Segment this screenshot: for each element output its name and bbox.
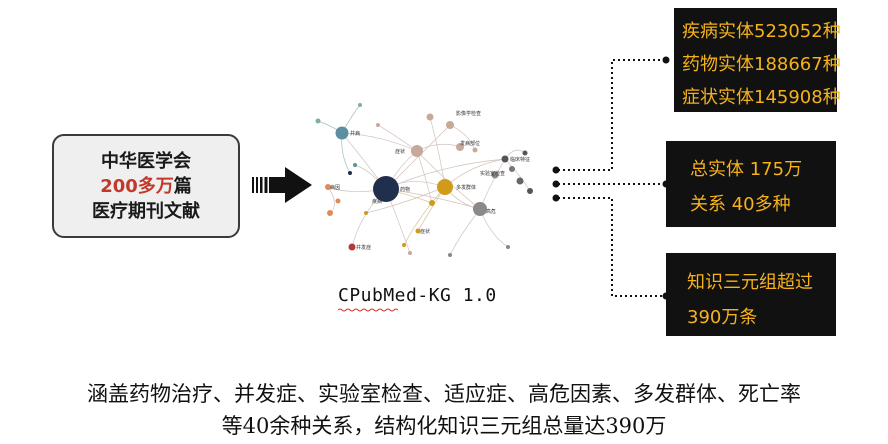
node-gray-g (506, 245, 510, 249)
node-teal-tiny (358, 103, 362, 107)
node-orange-b (327, 210, 333, 216)
node-orange-c (335, 198, 341, 204)
label-complication: 并病 (350, 130, 360, 137)
kg-title: CPubMed-KG 1.0 (338, 285, 497, 306)
label-disease: 疾病 (372, 198, 382, 205)
label-group: 多发群体 (456, 184, 476, 191)
stat-relations: 关系 40多种 (690, 194, 791, 215)
node-tan-e (408, 251, 412, 255)
node-tan-a (446, 121, 454, 129)
spellcheck-underline (338, 308, 398, 312)
node-red (348, 243, 356, 251)
node-gray-e (491, 171, 499, 179)
source-count: 200多万 (100, 175, 174, 197)
label-cause: 病因 (330, 184, 340, 191)
label-drug: 药物 (400, 186, 410, 193)
stat-triples-1: 知识三元组超过 (687, 272, 813, 293)
node-tan-d (376, 123, 380, 127)
stat-total-entities: 总实体 175万 (690, 159, 803, 180)
source-line-1: 中华医学会 (101, 150, 191, 172)
node-gray-c (516, 177, 524, 185)
node-orange-a (325, 184, 331, 190)
node-navy-tiny (348, 171, 352, 175)
stat-box-triples: 知识三元组超过 390万条 (666, 253, 836, 336)
stat-drug: 药物实体188667种 (682, 54, 841, 75)
node-gold-f (364, 211, 368, 215)
stat-triples-2: 390万条 (687, 307, 758, 328)
node-tan-c (456, 143, 464, 151)
description-line-2: 等40余种关系，结构化知识三元组总量达390万 (221, 414, 667, 438)
source-unit: 篇 (173, 175, 192, 197)
source-line-2: 200多万篇 (100, 174, 192, 199)
node-tan-b (426, 113, 434, 121)
source-box: 中华医学会 200多万篇 医疗期刊文献 (52, 134, 240, 238)
node-disease (373, 176, 399, 202)
label-site: 发病部位 (460, 140, 480, 147)
node-gray-a (501, 155, 509, 163)
stat-symptom: 症状实体145908种 (682, 87, 841, 108)
node-teal-f (353, 163, 357, 167)
stat-box-entities: 疾病实体523052种 药物实体188667种 症状实体145908种 (674, 8, 841, 112)
stat-disease: 疾病实体523052种 (682, 21, 841, 42)
knowledge-graph: 并病 症状 影像学检查 发病部位 多发群体 实验室检查 高危 药物 疾病 临床特… (315, 103, 533, 257)
node-teal-small (315, 118, 321, 124)
node-gray-h (448, 253, 452, 257)
label-imaging: 影像学检查 (456, 110, 481, 117)
node-complication (335, 126, 349, 140)
label-risk: 高危 (486, 208, 496, 215)
graph-labels: 并病 症状 影像学检查 发病部位 多发群体 实验室检查 高危 药物 疾病 临床特… (330, 110, 530, 251)
label-lab: 实验室检查 (480, 170, 505, 177)
description-line-1: 涵盖药物治疗、并发症、实验室检查、适应症、高危因素、多发群体、死亡率 (87, 382, 801, 406)
node-gray-b (527, 188, 533, 194)
node-tan-f (472, 147, 478, 153)
node-drug (437, 179, 453, 195)
stat-box-totals: 总实体 175万 关系 40多种 (666, 141, 836, 227)
node-gold-tiny (415, 228, 421, 234)
label-symptom2: 症状 (420, 228, 430, 235)
label-symptom: 症状 (395, 148, 405, 155)
node-symptom (411, 145, 423, 157)
node-gray-f (522, 150, 528, 156)
node-gray-d (509, 166, 515, 172)
node-gold-small (429, 200, 435, 206)
label-feature: 临床特征 (510, 156, 530, 163)
node-gold-e (402, 243, 406, 247)
label-comp2: 并发症 (356, 244, 371, 251)
source-line-3: 医疗期刊文献 (92, 200, 200, 222)
graph-nodes (315, 103, 533, 257)
right-arrow-icon (252, 167, 312, 203)
node-gray-large (473, 202, 487, 216)
